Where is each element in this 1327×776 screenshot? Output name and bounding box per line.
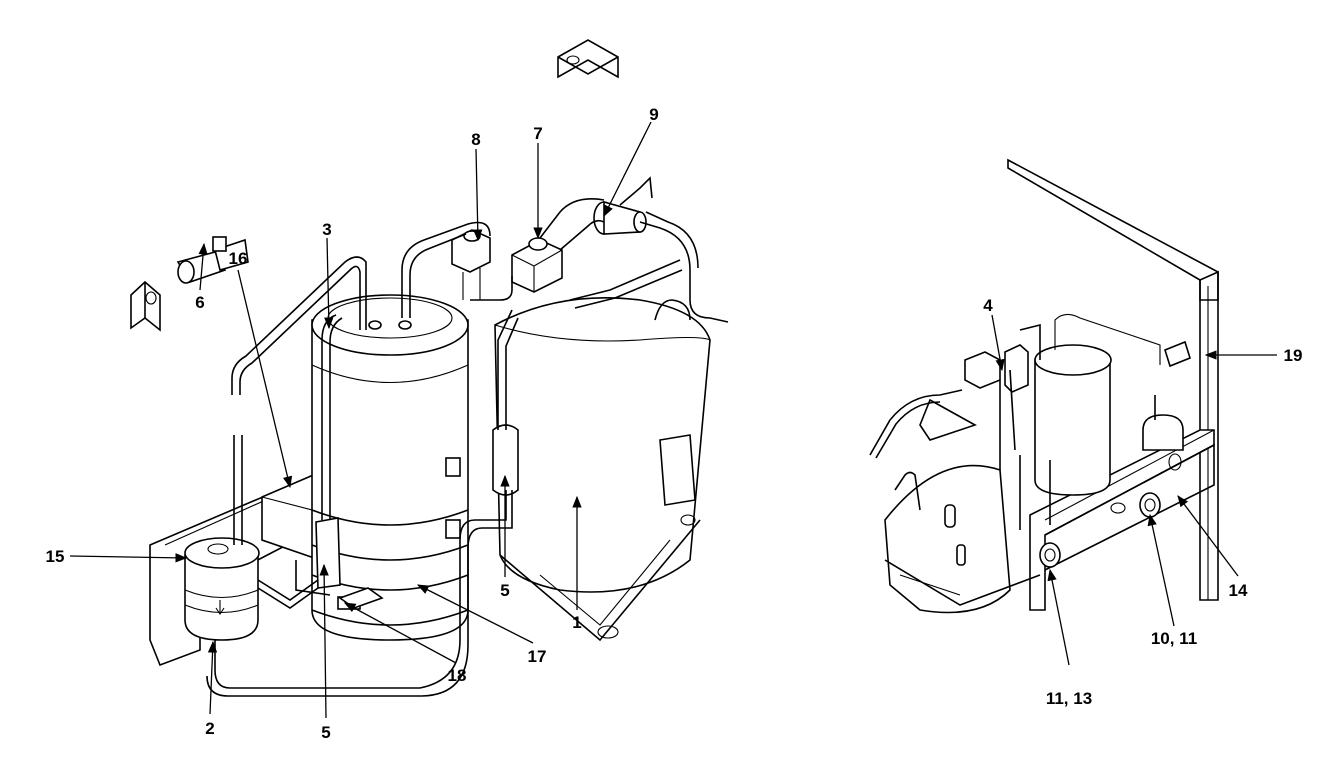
accumulator-tank xyxy=(311,294,469,641)
bracket-icon-top xyxy=(557,39,619,79)
compressor-right xyxy=(884,464,1041,614)
valve-right xyxy=(1164,340,1191,368)
callout-18: 18 xyxy=(448,666,467,685)
left-assembly xyxy=(130,39,729,697)
receiver-right xyxy=(1142,414,1184,451)
callout-19: 19 xyxy=(1284,346,1303,365)
callout-7: 7 xyxy=(533,124,542,143)
port-11-13 xyxy=(1039,542,1061,568)
switch-right xyxy=(1004,344,1029,393)
callout-15: 15 xyxy=(46,547,65,566)
callout-16: 16 xyxy=(229,249,248,268)
callout-1: 1 xyxy=(572,613,581,632)
callout-5b: 5 xyxy=(321,723,330,742)
filter-drier xyxy=(184,537,260,641)
bracket-icon-left xyxy=(130,280,161,332)
liquid-line-fitting xyxy=(492,424,519,496)
solenoid-valve-7 xyxy=(511,237,563,293)
callout-9: 9 xyxy=(649,105,658,124)
callout-3: 3 xyxy=(322,220,331,239)
port-10-11 xyxy=(1139,492,1161,518)
callout-2: 2 xyxy=(205,719,214,738)
callout-leaders xyxy=(69,121,1277,719)
solenoid-valve-8 xyxy=(451,229,491,300)
callout-10-11: 10, 11 xyxy=(1151,629,1197,648)
frame-rail xyxy=(1007,158,1219,301)
solenoid-valve-right xyxy=(964,351,1001,389)
accumulator-tank-right xyxy=(1034,313,1161,496)
fitting-near-tank xyxy=(315,517,341,589)
callout-17: 17 xyxy=(528,647,547,666)
tubing-right xyxy=(869,323,1156,530)
right-assembly xyxy=(869,158,1219,614)
frame-post xyxy=(1199,270,1219,601)
callout-4: 4 xyxy=(983,296,993,315)
refrigerant-tubing xyxy=(206,176,729,697)
callout-14: 14 xyxy=(1229,581,1248,600)
callout-11-13: 11, 13 xyxy=(1046,689,1092,708)
callout-8: 8 xyxy=(471,130,480,149)
compressor-body xyxy=(494,296,711,642)
callout-5a: 5 xyxy=(500,581,509,600)
sight-glass xyxy=(593,200,647,235)
callout-labels: 1 2 3 4 5 5 6 7 8 9 10, 11 11, 13 14 15 … xyxy=(46,105,1303,742)
callout-6: 6 xyxy=(195,293,204,312)
